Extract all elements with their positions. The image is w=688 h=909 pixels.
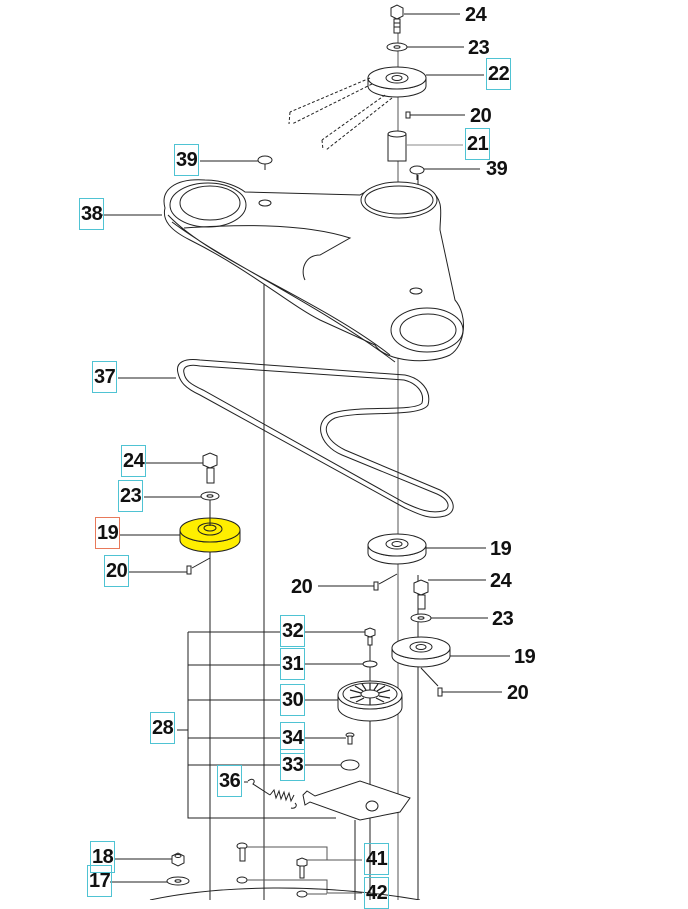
part-link-41[interactable]: 41 [364, 843, 390, 875]
bolt-32[interactable] [364, 627, 376, 646]
part-link-31[interactable]: 31 [280, 648, 306, 680]
bolt-41-b[interactable] [296, 857, 308, 879]
spacer-21[interactable] [387, 130, 407, 162]
spring-36[interactable] [247, 778, 297, 809]
part-label-39: 39 [486, 158, 508, 180]
belt-cover-38[interactable] [163, 179, 465, 363]
bushing-33[interactable] [340, 759, 360, 771]
part-link-37[interactable]: 37 [92, 361, 118, 393]
part-label-19: 19 [490, 538, 512, 560]
pulley-22[interactable] [367, 66, 427, 98]
part-link-24[interactable]: 24 [121, 445, 147, 477]
screw-39-left[interactable] [257, 155, 273, 170]
pin-20-top[interactable] [405, 111, 411, 119]
washer-23-left[interactable] [200, 491, 220, 501]
part-link-38[interactable]: 38 [79, 198, 105, 230]
part-link-42[interactable]: 42 [364, 877, 390, 909]
part-link-19-selected[interactable]: 19 [95, 517, 121, 549]
screw-34[interactable] [345, 732, 355, 745]
part-label-20: 20 [291, 576, 313, 598]
washer-31[interactable] [362, 660, 378, 668]
part-link-21[interactable]: 21 [465, 128, 491, 160]
screw-39-right[interactable] [409, 165, 425, 180]
washer-23-top[interactable] [386, 42, 408, 52]
part-label-19: 19 [514, 646, 536, 668]
part-link-23[interactable]: 23 [118, 480, 144, 512]
part-label-23: 23 [492, 608, 514, 630]
pin-20-left[interactable] [186, 565, 192, 575]
pulley-19-mid[interactable] [367, 533, 427, 565]
pulley-19-right[interactable] [391, 636, 451, 668]
part-link-34[interactable]: 34 [280, 722, 306, 754]
belt-37[interactable] [176, 359, 454, 518]
deck-edge [149, 887, 421, 900]
part-label-20: 20 [470, 105, 492, 127]
belt-dashed [288, 77, 393, 151]
washer-23-right[interactable] [410, 613, 432, 623]
part-link-33[interactable]: 33 [280, 749, 306, 781]
bolt-24-left[interactable] [202, 452, 218, 484]
part-link-30[interactable]: 30 [280, 684, 306, 716]
part-link-22[interactable]: 22 [486, 58, 512, 90]
part-label-23: 23 [468, 37, 490, 59]
pin-20-mid[interactable] [373, 581, 379, 591]
washer-42-a[interactable] [236, 876, 248, 884]
bolt-24-top[interactable] [390, 4, 404, 34]
washer-42-b[interactable] [296, 890, 308, 898]
idler-pulley-30[interactable] [337, 680, 403, 722]
part-label-20: 20 [507, 682, 529, 704]
pulley-19-selected[interactable] [179, 500, 241, 553]
part-link-17[interactable]: 17 [87, 865, 113, 897]
bracket-28-frame [187, 632, 336, 819]
idler-arm[interactable] [302, 780, 411, 821]
part-label-24: 24 [490, 570, 512, 592]
bolt-41-a[interactable] [236, 842, 248, 862]
pin-20-right[interactable] [437, 687, 443, 697]
part-link-36[interactable]: 36 [217, 765, 243, 797]
part-link-20[interactable]: 20 [104, 555, 130, 587]
part-label-24: 24 [465, 4, 487, 26]
part-link-39[interactable]: 39 [174, 144, 200, 176]
nut-18[interactable] [171, 852, 185, 867]
washer-17[interactable] [166, 876, 190, 886]
part-link-28[interactable]: 28 [150, 712, 176, 744]
bolt-24-right[interactable] [413, 579, 429, 610]
part-link-32[interactable]: 32 [280, 615, 306, 647]
part-link-18[interactable]: 18 [90, 841, 116, 873]
